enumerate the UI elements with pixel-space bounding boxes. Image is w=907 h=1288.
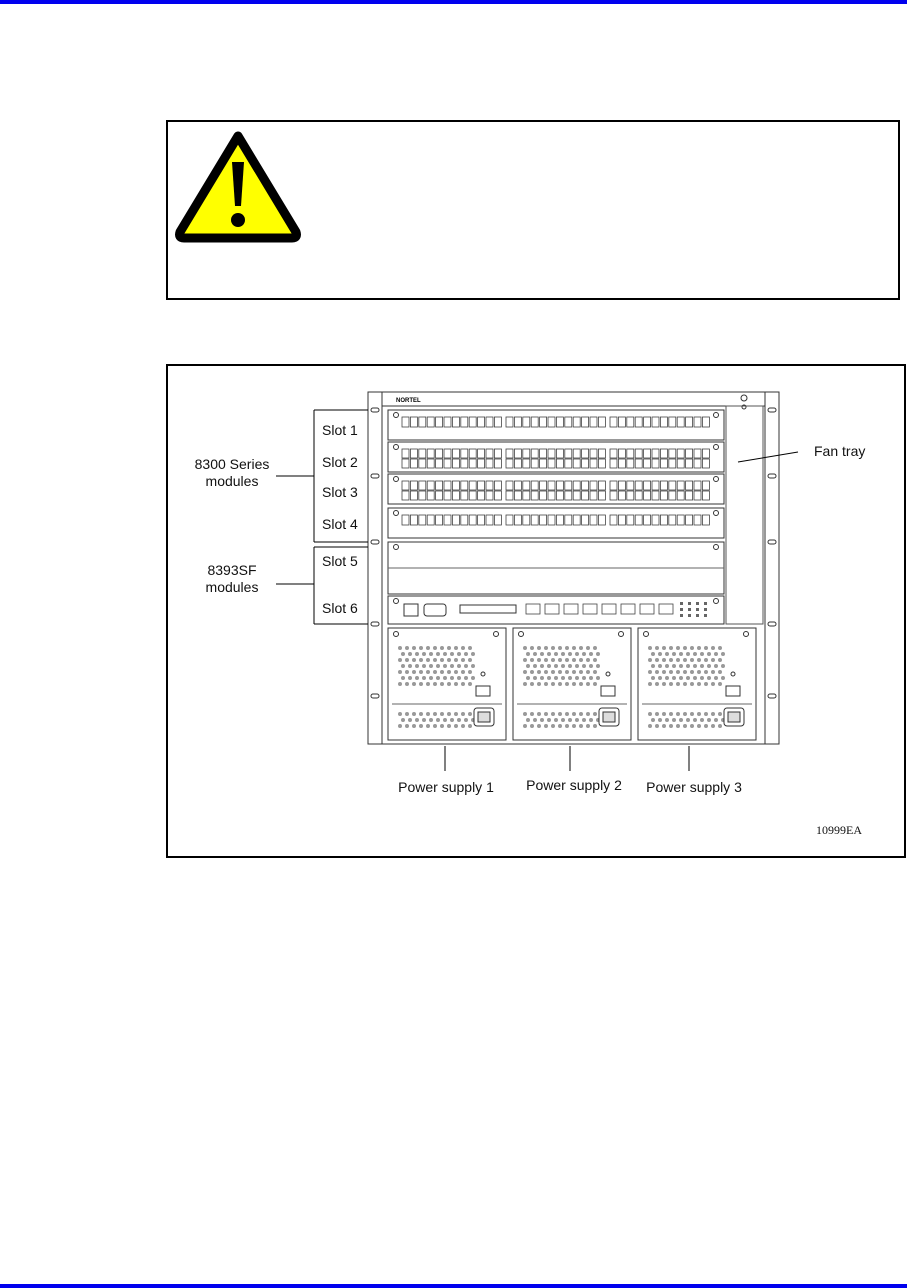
module-slot bbox=[387, 473, 725, 505]
figure-id: 10999EA bbox=[816, 823, 862, 837]
module-slot bbox=[387, 541, 725, 595]
fan-tray-label: Fan tray bbox=[814, 443, 865, 459]
fan-tray bbox=[725, 405, 764, 625]
caution-box bbox=[166, 120, 900, 300]
left-rack-ear bbox=[367, 391, 383, 745]
power-supply-label: Power supply 2 bbox=[526, 777, 622, 793]
slot-label: Slot 1 bbox=[322, 422, 358, 438]
module-slot bbox=[387, 507, 725, 539]
power-supply-unit bbox=[387, 627, 507, 741]
caution-icon bbox=[175, 131, 301, 243]
power-supplies bbox=[387, 627, 757, 741]
right-rack-ear bbox=[764, 391, 780, 745]
power-supply-unit bbox=[637, 627, 757, 741]
brand-text: NORTEL bbox=[396, 398, 421, 404]
power-supply-label: Power supply 1 bbox=[398, 779, 494, 795]
header-rule bbox=[0, 0, 907, 4]
group-8393-label-line1: 8393SF bbox=[207, 562, 256, 578]
power-supply-unit bbox=[512, 627, 632, 741]
group-8393-label-line2: modules bbox=[206, 579, 259, 595]
slot-label: Slot 6 bbox=[322, 600, 358, 616]
power-supply-label: Power supply 3 bbox=[646, 779, 742, 795]
bracket-8393sf bbox=[276, 546, 368, 625]
slot-label: Slot 4 bbox=[322, 516, 358, 532]
chassis-figure: NORTEL Slot 1 Slot 2 Slot 3 Slot 4 Slot … bbox=[166, 364, 906, 858]
module-slots bbox=[387, 409, 725, 625]
module-slot bbox=[387, 441, 725, 473]
bracket-8300 bbox=[276, 409, 368, 543]
module-slot bbox=[387, 409, 725, 441]
group-8300-label-line1: 8300 Series bbox=[195, 456, 270, 472]
chassis-diagram: NORTEL Slot 1 Slot 2 Slot 3 Slot 4 Slot … bbox=[195, 391, 865, 837]
group-8300-label-line2: modules bbox=[206, 473, 259, 489]
module-slot bbox=[387, 595, 725, 625]
slot-label: Slot 2 bbox=[322, 454, 358, 470]
slot-label: Slot 3 bbox=[322, 484, 358, 500]
footer-rule bbox=[0, 1284, 907, 1288]
slot-label: Slot 5 bbox=[322, 553, 358, 569]
fan-tray-leader bbox=[737, 451, 799, 463]
